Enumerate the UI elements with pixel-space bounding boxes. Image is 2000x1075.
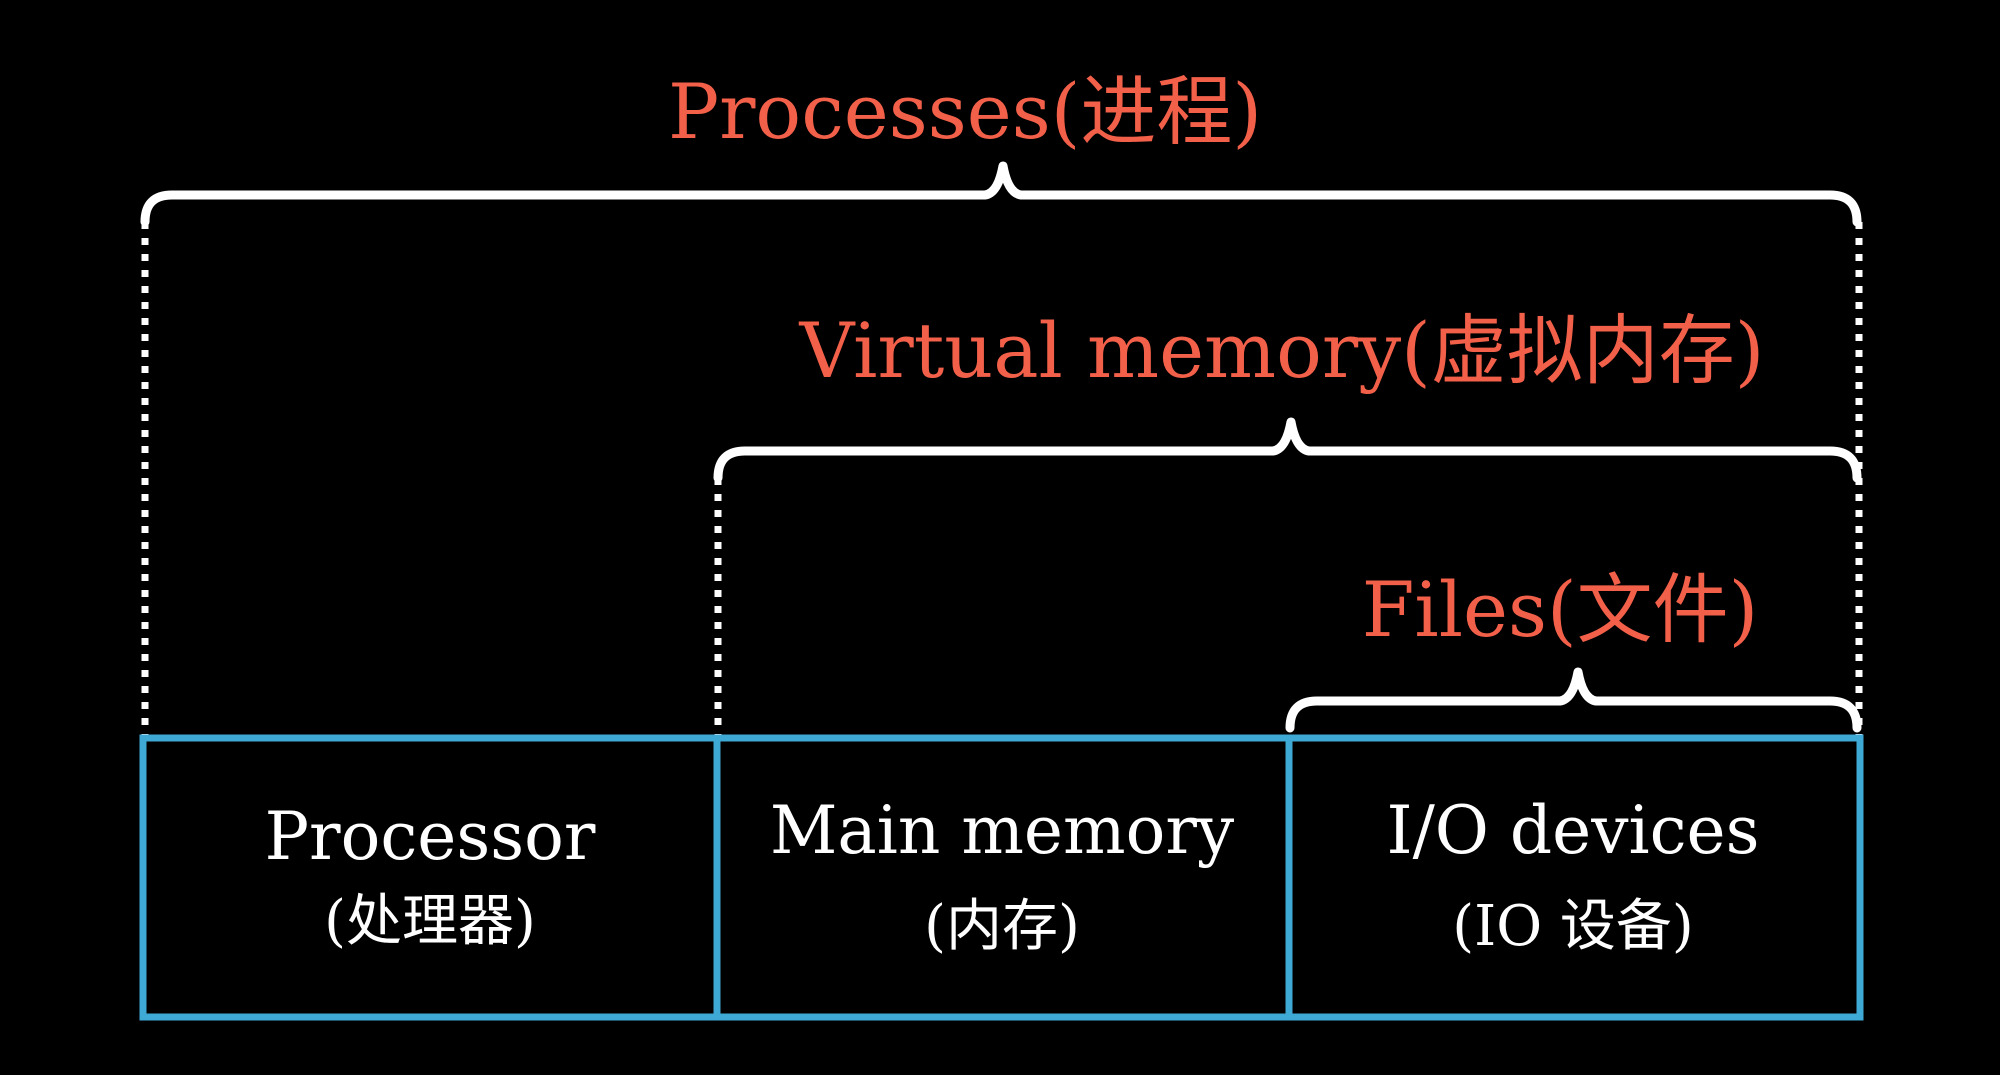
processes-label: Processes(进程) (668, 67, 1262, 156)
main-memory-box: Main memory (内存) (770, 792, 1235, 959)
io-devices-label: I/O devices (1387, 792, 1760, 869)
files-label: Files(文件) (1362, 565, 1759, 654)
virtual-memory-label: Virtual memory(虚拟内存) (799, 306, 1765, 395)
devices-outline (139, 734, 1864, 1021)
processes-brace (140, 161, 1862, 227)
virtual-memory-brace (713, 417, 1862, 483)
processor-sublabel: (处理器) (324, 889, 536, 954)
files-brace (1285, 667, 1862, 733)
processor-label: Processor (265, 798, 596, 875)
processor-box: Processor (处理器) (265, 798, 596, 954)
main-memory-sublabel: (内存) (924, 894, 1080, 959)
io-devices-box: I/O devices (IO 设备) (1387, 792, 1760, 959)
io-devices-sublabel: (IO 设备) (1452, 894, 1694, 959)
main-memory-label: Main memory (770, 792, 1235, 869)
